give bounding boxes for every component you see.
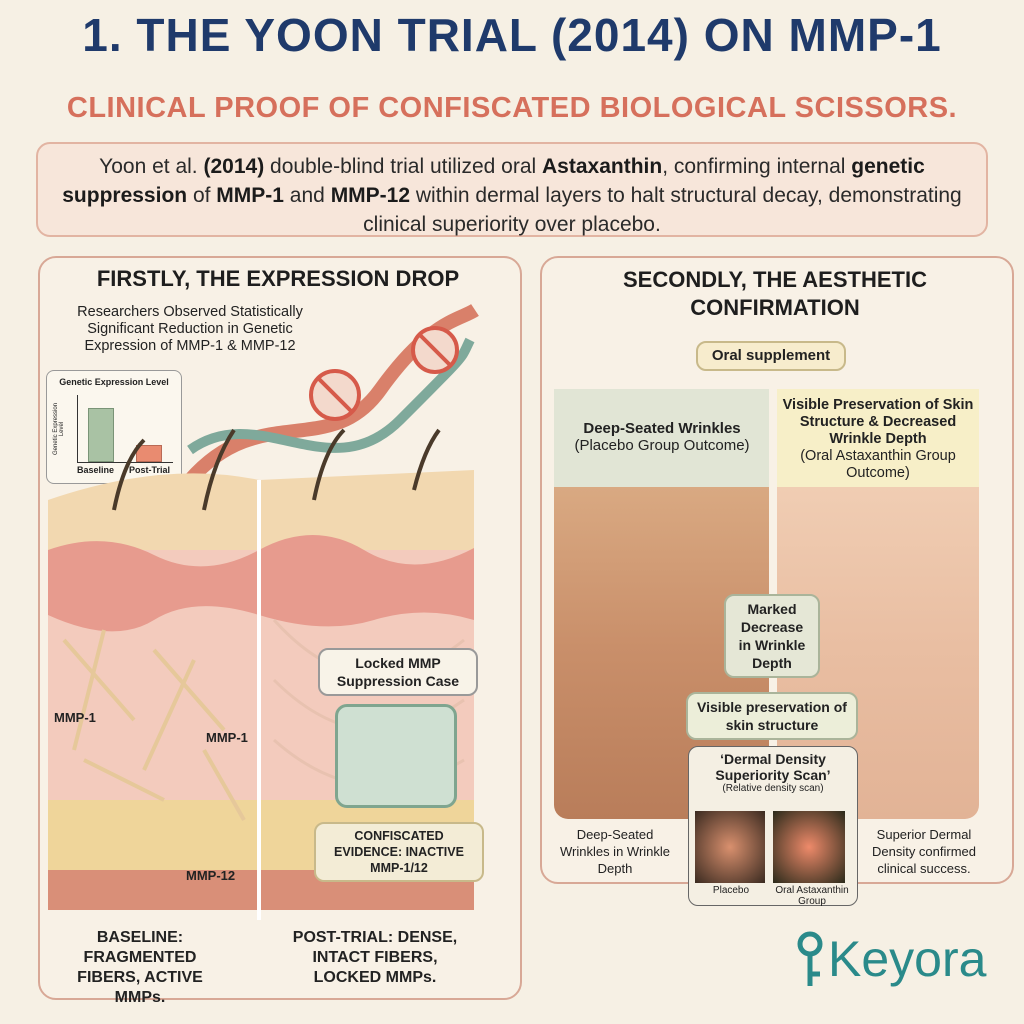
mmp1-label: MMP-1 [206, 730, 248, 745]
scan-title: ‘Dermal Density Superiority Scan’ [715, 751, 831, 783]
oral-supplement-label: Oral supplement [696, 341, 846, 371]
scan-astaxanthin-label: Oral Astaxanthin Group [775, 885, 849, 907]
right-heading: SECONDLY, THE AESTHETIC CONFIRMATION [623, 267, 927, 320]
placebo-title: Deep-Seated Wrinkles(Placebo Group Outco… [556, 420, 768, 454]
intro-text: Yoon et al. [99, 155, 204, 178]
chart-bar-post-trial [136, 445, 162, 462]
intro-bold: MMP-12 [330, 184, 411, 207]
intro-bold: (2014) [203, 155, 265, 178]
astaxanthin-title: Visible Preservation of Skin Structure &… [779, 397, 977, 482]
chart-xtick: Post-Trial [129, 465, 171, 475]
intro-bold: MMP-1 [216, 184, 284, 207]
astaxanthin-subtitle: (Oral Astaxanthin Group Outcome) [800, 448, 956, 481]
density-scan-box: ‘Dermal Density Superiority Scan’ (Relat… [688, 746, 858, 907]
observation-text: Researchers Observed Statistically Signi… [77, 304, 303, 354]
scan-subtitle: (Relative density scan) [722, 783, 824, 794]
baseline-caption: BASELINE: FRAGMENTED FIBERS, ACTIVE MMPs… [77, 929, 203, 1006]
chart-xtick: Baseline [77, 465, 115, 475]
chart-bar-baseline [88, 407, 114, 462]
visible-preservation-label: Visible preservation of skin structure [686, 692, 858, 740]
intro-text: and [283, 184, 331, 207]
locked-case-icon [335, 704, 457, 808]
intro-box: Yoon et al. (2014) double-blind trial ut… [36, 142, 988, 237]
confiscated-label: CONFISCATED EVIDENCE: INACTIVE MMP-1/12 [314, 822, 484, 882]
chart-title: Genetic Expression Level [59, 377, 169, 387]
page-title: 1. THE YOON TRIAL (2014) ON MMP-1 [82, 9, 942, 61]
right-face-caption: Superior Dermal Density confirmed clinic… [871, 827, 977, 876]
intro-text: within dermal layers to halt structural … [363, 184, 962, 236]
intro-text: , confirming internal [662, 155, 852, 178]
placebo-scan-image [695, 811, 765, 883]
intro-bold: Astaxanthin [542, 155, 663, 178]
astaxanthin-title-text: Visible Preservation of Skin Structure &… [782, 397, 974, 447]
placebo-subtitle: (Placebo Group Outcome) [574, 437, 750, 454]
brand-logo: Keyora [828, 931, 987, 987]
placebo-title-text: Deep-Seated Wrinkles [583, 420, 741, 437]
marked-decrease-label: Marked Decrease in Wrinkle Depth [724, 594, 820, 678]
intro-text: of [187, 184, 217, 207]
left-face-caption: Deep-Seated Wrinkles in Wrinkle Depth [559, 827, 671, 876]
left-heading: FIRSTLY, THE EXPRESSION DROP [96, 266, 460, 291]
mmp1-label: MMP-1 [54, 710, 96, 725]
expression-chart: Genetic Expression Level Genetic Express… [46, 370, 182, 484]
astaxanthin-scan-image [773, 811, 845, 883]
key-logo-icon [797, 931, 823, 986]
intro-bold: genetic suppression [62, 155, 925, 207]
mmp12-label: MMP-12 [186, 868, 236, 883]
post-trial-caption: POST-TRIAL: DENSE, INTACT FIBERS, LOCKED… [292, 929, 458, 986]
scan-placebo-label: Placebo [712, 885, 750, 896]
locked-case-label: Locked MMP Suppression Case [318, 648, 478, 696]
page-subtitle: CLINICAL PROOF OF CONFISCATED BIOLOGICAL… [66, 92, 958, 124]
dna-helix-illustration [184, 303, 479, 485]
intro-text: double-blind trial utilized oral [264, 155, 543, 178]
